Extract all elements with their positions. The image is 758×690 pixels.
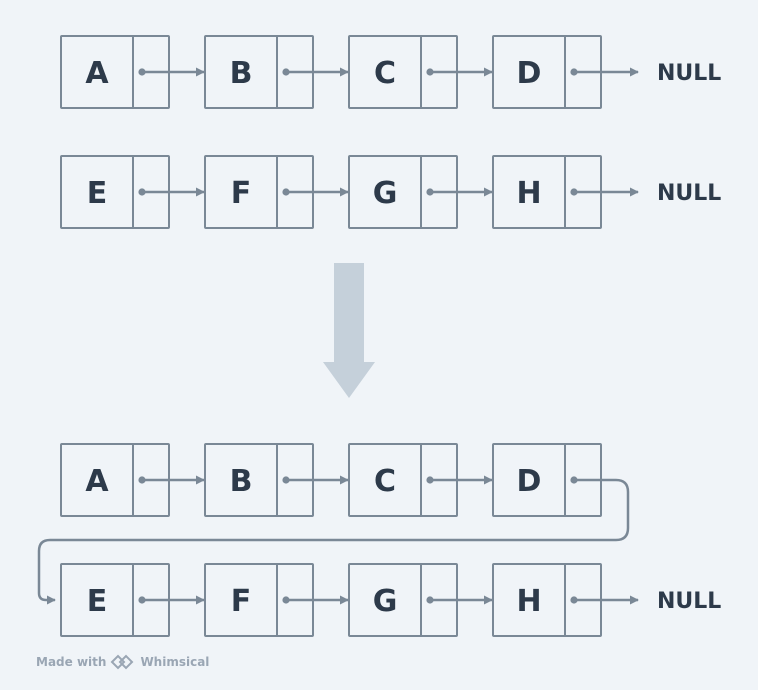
node-value-label: C: [374, 56, 396, 91]
node-value-label: E: [87, 176, 108, 211]
list-node: B: [204, 443, 314, 517]
list-node: A: [60, 35, 170, 109]
node-value-label: F: [231, 176, 252, 211]
node-value-label: C: [374, 464, 396, 499]
whimsical-brand-label: Whimsical: [140, 655, 210, 669]
node-value-label: D: [517, 56, 542, 91]
node-value-label: B: [230, 56, 253, 91]
whimsical-badge[interactable]: Made with Whimsical: [36, 654, 209, 670]
node-value-label: H: [516, 584, 541, 619]
null-terminator-label: NULL: [657, 589, 721, 614]
null-terminator-label: NULL: [657, 181, 721, 206]
wrap-pointer-arrow: [37, 478, 630, 605]
node-value-label: A: [85, 464, 109, 499]
null-terminator-label: NULL: [657, 61, 721, 86]
made-with-label: Made with: [36, 655, 107, 669]
merge-down-arrow-icon: [323, 263, 375, 398]
node-value-label: B: [230, 464, 253, 499]
node-value-label: A: [85, 56, 109, 91]
node-value-label: E: [87, 584, 108, 619]
list-node: G: [348, 155, 458, 229]
node-value-label: D: [517, 464, 542, 499]
list-node: D: [492, 443, 602, 517]
node-value-label: H: [516, 176, 541, 211]
node-value-label: G: [373, 176, 398, 211]
whimsical-logo-icon: [111, 654, 134, 670]
list-node: F: [204, 563, 314, 637]
node-value-label: F: [231, 584, 252, 619]
node-value-label: G: [373, 584, 398, 619]
